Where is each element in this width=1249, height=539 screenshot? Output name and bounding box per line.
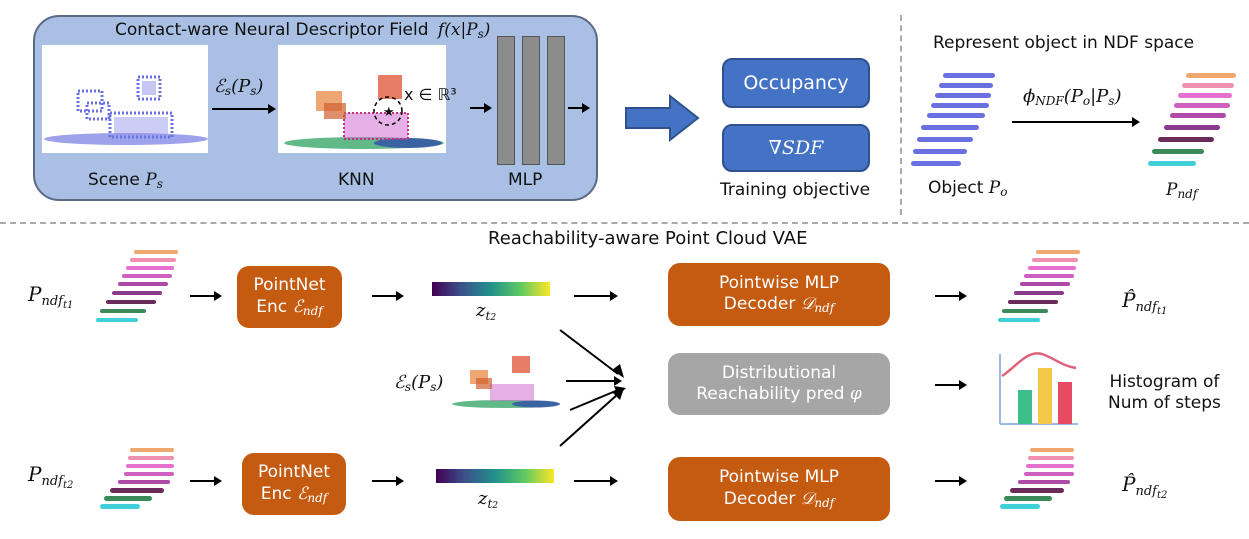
knn-label: KNN: [338, 170, 375, 190]
row2-input-point-cloud-image: [94, 444, 190, 512]
vertical-divider: [900, 15, 902, 215]
row1-decoder-box: Pointwise MLP Decoder 𝒟ndf: [668, 263, 890, 326]
scene-point-cloud: [44, 75, 208, 145]
middle-scene-point-cloud-image: [450, 346, 562, 412]
row1-latent-bar: [432, 282, 550, 296]
encoder-arrow: [212, 104, 276, 114]
row1-input-label: Pndft1: [28, 282, 74, 311]
row2-decoder-box: Pointwise MLP Decoder 𝒟ndf: [668, 457, 890, 521]
knn-point-cloud-image: ★: [278, 45, 446, 153]
object-label: Object Po: [928, 178, 1008, 199]
ndf-point-cloud-image: [1140, 65, 1240, 175]
row1-arrow-4: [935, 291, 967, 301]
query-point-label: x ∈ ℝ³: [404, 85, 457, 104]
p-ndf-label: Pndf: [1166, 180, 1198, 201]
scene-label: Scene Ps: [88, 170, 163, 191]
row1-latent-label: zt2: [476, 300, 497, 323]
row2-arrow-1: [190, 476, 222, 486]
represent-title: Represent object in NDF space: [933, 33, 1195, 53]
row1-input-point-cloud: [96, 250, 178, 322]
vae-title: Reachability-aware Point Cloud VAE: [488, 228, 808, 249]
row2-latent-label: zt2: [478, 488, 499, 511]
ndf-point-cloud: [1148, 73, 1236, 166]
scene-point-cloud-image: [42, 45, 208, 153]
row2-encoder-box: PointNet Enc ℰndf: [242, 453, 346, 515]
row1-encoder-box: PointNet Enc ℰndf: [237, 266, 342, 328]
row1-output-point-cloud-image: [990, 246, 1090, 328]
scene-to-pred-arrow: [566, 376, 622, 386]
reachability-predictor-box: Distributional Reachability pred φ: [668, 353, 890, 415]
row1-to-pred-arrow: [559, 329, 624, 378]
big-blue-arrow: [625, 93, 700, 143]
mlp-output-arrow: [568, 103, 590, 113]
row1-input-point-cloud-image: [88, 246, 188, 326]
pred-to-histogram-arrow: [935, 380, 967, 390]
histogram-icon: [992, 346, 1082, 432]
histogram-image: [992, 346, 1082, 432]
row2-arrow-3: [574, 476, 618, 486]
knn-point-cloud: ★: [284, 75, 444, 149]
row2-latent-bar: [436, 469, 554, 483]
row2-output-label: P̂ndft2: [1122, 472, 1168, 501]
row1-output-point-cloud: [998, 250, 1080, 322]
row1-arrow-3: [574, 291, 618, 301]
phi-arrow: [1012, 117, 1140, 127]
middle-scene-point-cloud: [452, 356, 560, 408]
row2-output-point-cloud-image: [994, 444, 1090, 512]
knn-to-mlp-arrow: [470, 103, 492, 113]
mlp-layer-1: [497, 36, 515, 165]
row2-input-point-cloud: [100, 448, 174, 509]
sdf-box: ∇SDF: [722, 124, 870, 172]
horizontal-divider: [0, 222, 1249, 224]
scene-encoder-label: ℰs(Ps): [214, 76, 264, 98]
mlp-layer-3: [547, 36, 565, 165]
row2-to-pred-arrow: [559, 388, 624, 447]
ndf-title: Contact-ware Neural Descriptor Field f(x…: [115, 20, 491, 41]
row1-arrow-2: [372, 291, 404, 301]
row2-arrow-4: [935, 476, 967, 486]
mlp-label: MLP: [508, 170, 543, 190]
training-objective-label: Training objective: [720, 180, 871, 200]
row2-input-label: Pndft2: [28, 462, 74, 491]
object-point-cloud-image: [907, 65, 999, 175]
row2-output-point-cloud: [1000, 448, 1074, 509]
mlp-layer-2: [522, 36, 540, 165]
row1-output-label: P̂ndft1: [1122, 288, 1168, 317]
middle-scene-encoder-label: ℰs(Ps): [394, 372, 444, 394]
object-point-cloud: [911, 73, 995, 166]
svg-text:★: ★: [383, 105, 395, 120]
row2-arrow-2: [372, 476, 404, 486]
phi-label: ϕNDF(Po|Ps): [1023, 86, 1122, 108]
occupancy-box: Occupancy: [722, 58, 870, 108]
row1-arrow-1: [190, 291, 222, 301]
histogram-label: Histogram of Num of steps: [1108, 372, 1221, 414]
